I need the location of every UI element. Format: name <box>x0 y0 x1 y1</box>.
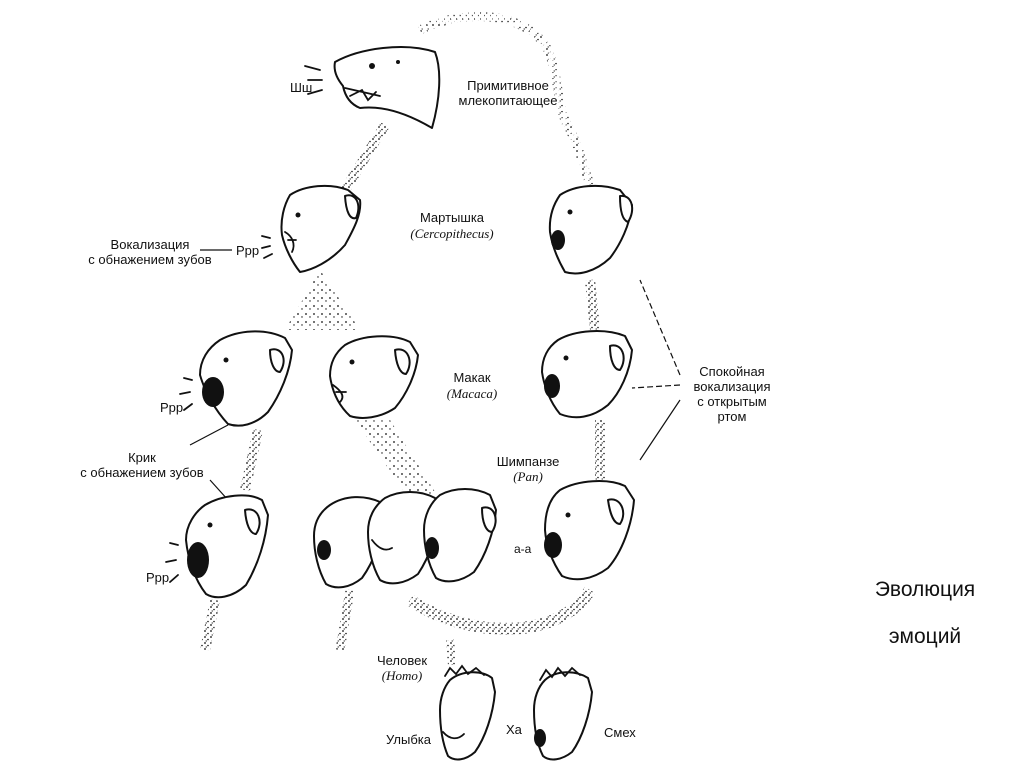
chimp-right-drawing <box>544 480 635 581</box>
human-smile-drawing <box>439 664 496 761</box>
label-monkey-latin: (Cercopithecus) <box>410 226 493 241</box>
label-sound-ha: Ха <box>506 722 523 737</box>
label-sound-aa: а-а <box>514 542 532 556</box>
label-human-latin: (Homo) <box>382 668 422 683</box>
branch-monkey-fan <box>285 270 360 330</box>
label-scream-line2: с обнажением зубов <box>80 465 203 480</box>
label-calm-line4: ртом <box>718 409 747 424</box>
label-calm-line1: Спокойная <box>699 364 764 379</box>
label-vocal-teeth-line1: Вокализация <box>111 237 190 252</box>
label-smile: Улыбка <box>386 732 432 747</box>
label-human: Человек <box>377 653 427 668</box>
chimp-faces-group <box>313 488 497 589</box>
primitive-mammal-drawing <box>304 46 441 129</box>
branch-human-down <box>446 639 456 666</box>
branch-primitive-monkey <box>340 122 390 193</box>
label-macaque-latin: (Macaca) <box>447 386 498 401</box>
branch-left-column <box>200 428 263 651</box>
label-primitive-line2: млекопитающее <box>459 93 558 108</box>
label-primitive-sound: Шш <box>290 80 312 95</box>
branch-bottom-arc <box>406 586 596 635</box>
branch-right-column <box>585 279 605 480</box>
label-macaque: Макак <box>453 370 490 385</box>
branch-center-down <box>335 589 355 651</box>
slide-title-line1: Эволюция <box>874 578 976 601</box>
label-vocal-teeth-line2: с обнажением зубов <box>88 252 211 267</box>
dotted-branches <box>200 12 605 666</box>
calm-vocal-drawing <box>541 330 633 419</box>
diagram-labels: Шш Примитивное млекопитающее Мартышка (C… <box>80 78 770 747</box>
label-chimp: Шимпанзе <box>497 454 560 469</box>
branch-top-arc <box>417 12 595 187</box>
scream-lower-drawing <box>165 494 269 599</box>
label-chimp-latin: (Pan) <box>513 469 543 484</box>
label-laugh: Смех <box>604 725 636 740</box>
label-sound-ppp-3: Ррр <box>146 570 169 585</box>
slide-title-line2: эмоций <box>888 625 962 648</box>
monkey-right-drawing <box>548 184 634 275</box>
label-scream-line1: Крик <box>128 450 156 465</box>
branch-macaque-fan <box>355 420 440 500</box>
label-calm-line2: вокализация <box>694 379 771 394</box>
monkey-left-drawing <box>261 184 362 273</box>
scream-upper-drawing <box>179 330 293 427</box>
label-calm-line3: с открытым <box>697 394 767 409</box>
label-sound-ppp-2: Ррр <box>160 400 183 415</box>
macaque-drawing <box>329 335 419 419</box>
label-primitive-line1: Примитивное <box>467 78 549 93</box>
human-laugh-drawing <box>533 666 593 761</box>
label-sound-ppp-1: Ррр <box>236 243 259 258</box>
label-monkey: Мартышка <box>420 210 485 225</box>
